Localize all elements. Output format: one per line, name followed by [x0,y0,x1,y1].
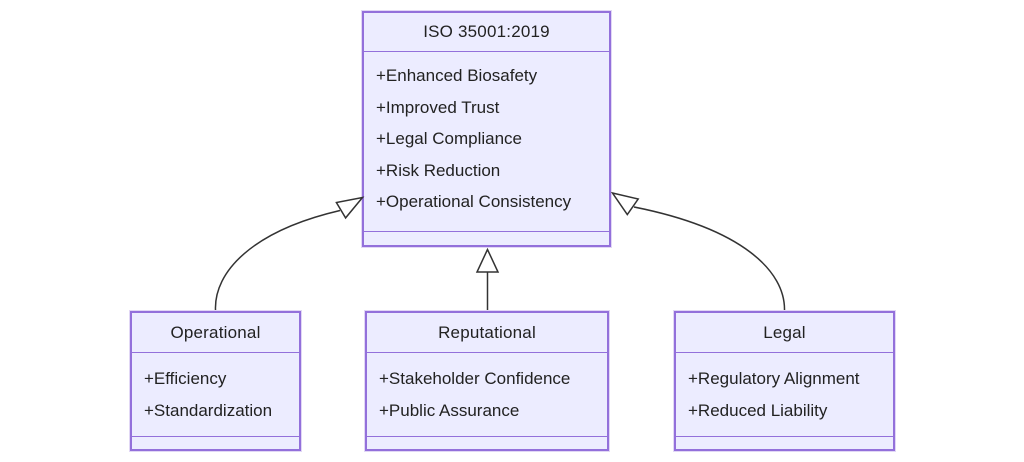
class-methods-empty [367,436,607,449]
class-attribute: +Legal Compliance [376,129,523,148]
class-box-legal: Legal +Regulatory Alignment +Reduced Lia… [674,311,895,451]
class-attribute: +Improved Trust [376,97,500,117]
class-box-iso35001: ISO 35001:2019 +Enhanced Biosafety +Impr… [362,11,611,247]
class-attribute: +Efficiency [144,369,227,388]
class-attributes-reputational: +Stakeholder Confidence +Public Assuranc… [367,353,607,436]
class-attribute: +Reduced Liability [688,400,828,420]
hollow-triangle-arrowhead [475,247,500,273]
class-attributes-iso35001: +Enhanced Biosafety +Improved Trust +Leg… [364,52,609,231]
class-box-reputational: Reputational +Stakeholder Confidence +Pu… [365,311,609,451]
class-attribute: +Standardization [144,400,273,420]
class-attribute: +Operational Consistency [376,192,572,211]
inheritance-arrow-operational [214,196,365,311]
class-title-legal: Legal [676,313,893,353]
class-attribute: +Regulatory Alignment [688,369,860,388]
class-box-operational: Operational +Efficiency +Standardization [130,311,301,451]
inheritance-arrow-reputational [475,247,500,310]
class-attribute: +Risk Reduction [376,160,501,180]
hollow-triangle-arrowhead [610,191,640,216]
class-methods-empty [364,231,609,245]
class-attribute: +Enhanced Biosafety [376,66,538,85]
class-attributes-operational: +Efficiency +Standardization [132,353,299,436]
class-attribute: +Public Assurance [379,400,520,420]
inheritance-arrow-legal [610,191,786,311]
class-title-operational: Operational [132,313,299,353]
hollow-triangle-arrowhead [335,196,365,220]
class-attributes-legal: +Regulatory Alignment +Reduced Liability [676,353,893,436]
class-attribute: +Stakeholder Confidence [379,369,571,388]
class-title-iso35001: ISO 35001:2019 [364,13,609,52]
class-methods-empty [676,436,893,449]
class-title-reputational: Reputational [367,313,607,353]
class-methods-empty [132,436,299,449]
